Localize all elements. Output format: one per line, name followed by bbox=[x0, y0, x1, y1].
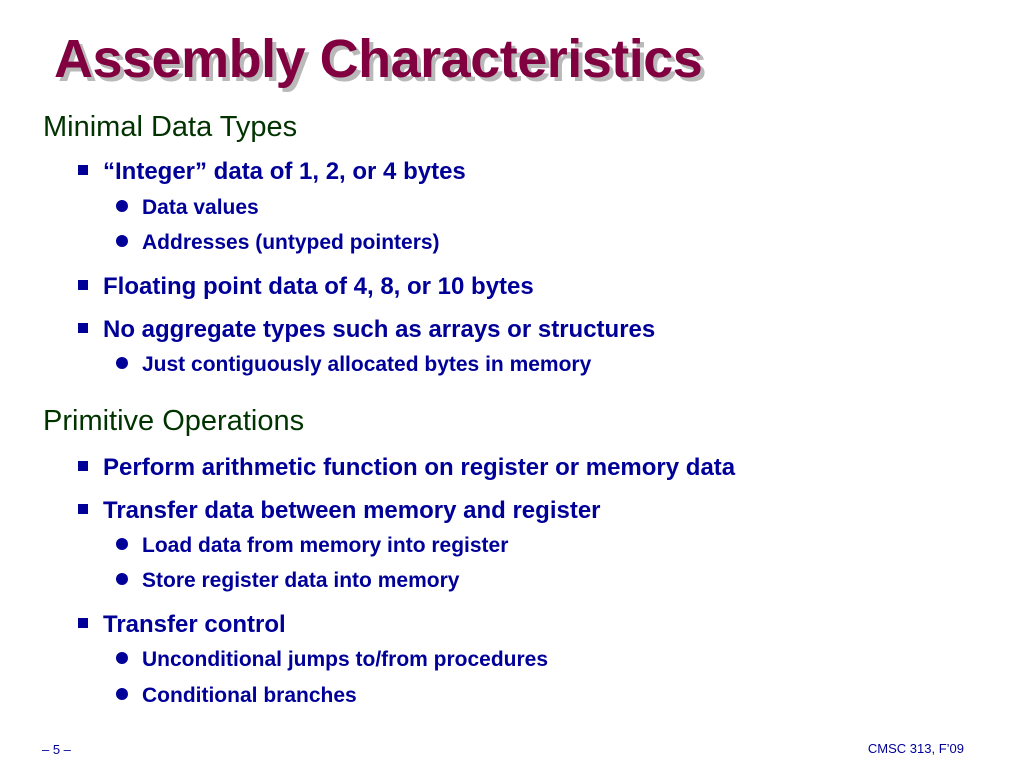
bullet-text: “Integer” data of 1, 2, or 4 bytes bbox=[103, 158, 466, 185]
bullet-item: Transfer data between memory and registe… bbox=[78, 497, 601, 525]
sub-bullet-item: Data values bbox=[116, 196, 259, 220]
sub-bullet-item: Unconditional jumps to/from procedures bbox=[116, 648, 548, 672]
square-bullet-icon bbox=[78, 461, 88, 471]
square-bullet-icon bbox=[78, 504, 88, 514]
sub-bullet-text: Load data from memory into register bbox=[142, 534, 509, 557]
sub-bullet-text: Conditional branches bbox=[142, 684, 357, 707]
sub-bullet-item: Conditional branches bbox=[116, 684, 357, 708]
bullet-text: Transfer data between memory and registe… bbox=[103, 497, 601, 524]
sub-bullet-item: Just contiguously allocated bytes in mem… bbox=[116, 353, 591, 377]
section-heading-primitive-operations: Primitive Operations bbox=[43, 405, 305, 437]
sub-bullet-text: Store register data into memory bbox=[142, 569, 460, 592]
sub-bullet-text: Addresses (untyped pointers) bbox=[142, 231, 440, 254]
bullet-text: No aggregate types such as arrays or str… bbox=[103, 316, 656, 343]
bullet-text: Transfer control bbox=[103, 611, 286, 638]
round-bullet-icon bbox=[116, 235, 128, 247]
sub-bullet-item: Addresses (untyped pointers) bbox=[116, 231, 440, 255]
square-bullet-icon bbox=[78, 323, 88, 333]
round-bullet-icon bbox=[116, 573, 128, 585]
sub-bullet-item: Load data from memory into register bbox=[116, 534, 508, 558]
sub-bullet-item: Store register data into memory bbox=[116, 569, 459, 593]
bullet-item: Floating point data of 4, 8, or 10 bytes bbox=[78, 273, 534, 301]
square-bullet-icon bbox=[78, 165, 88, 175]
section-heading-data-types: Minimal Data Types bbox=[43, 111, 298, 143]
round-bullet-icon bbox=[116, 357, 128, 369]
slide-title: Assembly Characteristics bbox=[54, 29, 703, 89]
sub-bullet-text: Data values bbox=[142, 196, 259, 219]
bullet-item: Perform arithmetic function on register … bbox=[78, 454, 735, 482]
square-bullet-icon bbox=[78, 618, 88, 628]
round-bullet-icon bbox=[116, 538, 128, 550]
bullet-item: No aggregate types such as arrays or str… bbox=[78, 316, 655, 344]
round-bullet-icon bbox=[116, 200, 128, 212]
bullet-item: “Integer” data of 1, 2, or 4 bytes bbox=[78, 158, 466, 186]
bullet-text: Perform arithmetic function on register … bbox=[103, 454, 736, 481]
page-number: – 5 – bbox=[42, 742, 71, 757]
round-bullet-icon bbox=[116, 688, 128, 700]
course-label: CMSC 313, F’09 bbox=[867, 741, 964, 756]
bullet-text: Floating point data of 4, 8, or 10 bytes bbox=[103, 273, 534, 300]
bullet-item: Transfer control bbox=[78, 611, 286, 639]
sub-bullet-text: Just contiguously allocated bytes in mem… bbox=[142, 353, 592, 376]
sub-bullet-text: Unconditional jumps to/from procedures bbox=[142, 648, 549, 671]
round-bullet-icon bbox=[116, 652, 128, 664]
square-bullet-icon bbox=[78, 280, 88, 290]
